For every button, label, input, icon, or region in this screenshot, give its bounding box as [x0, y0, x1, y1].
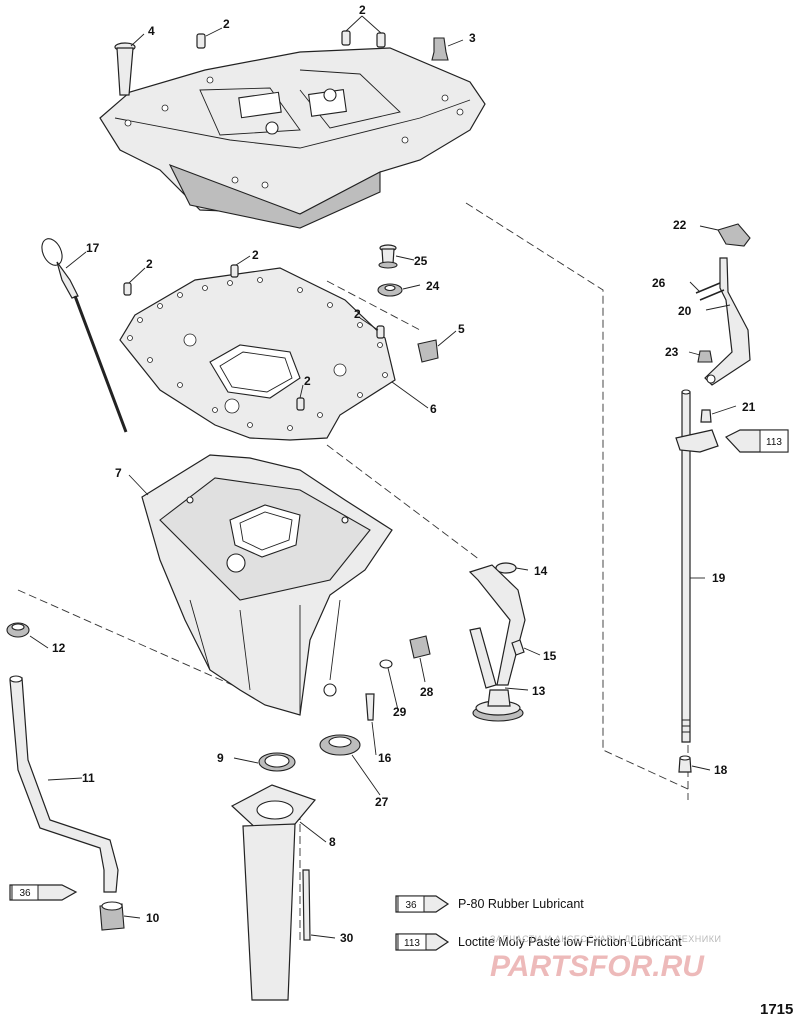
shift-linkage [675, 223, 751, 453]
exhaust-tube [230, 784, 317, 1001]
tube-label-113-top: 113 [766, 437, 782, 448]
dowel-pins-gasket [123, 264, 385, 411]
shift-rod [678, 389, 692, 773]
callout-label: 16 [378, 751, 392, 765]
callout-label: 2 [223, 17, 230, 31]
adaptor-plate [99, 47, 486, 229]
callout-label: 26 [652, 276, 666, 290]
sleeve-part [114, 42, 136, 96]
callout-label: 28 [420, 685, 434, 699]
dipstick [41, 238, 128, 433]
oil-pickup [468, 562, 526, 722]
leader-lines [29, 15, 737, 939]
grommet-parts [377, 244, 439, 363]
callout-label: 18 [714, 763, 728, 777]
callout-label: 23 [665, 345, 679, 359]
callout-label: 9 [217, 751, 224, 765]
callout-label: 2 [304, 374, 311, 388]
callout-numbers: 4 2 2 2 3 17 2 2 25 24 2 5 2 6 22 26 20 … [52, 3, 756, 945]
callout-label: 6 [430, 402, 437, 416]
legend-item-p80: P-80 Rubber Lubricant [458, 897, 584, 911]
callout-label: 4 [148, 24, 155, 38]
callout-label: 13 [532, 684, 546, 698]
tube-label-36-bottom: 36 [19, 888, 31, 899]
gasket [119, 267, 396, 441]
callout-label: 27 [375, 795, 389, 809]
hose-assembly [6, 622, 125, 931]
legend-item-moly-paste: Loctite Moly Paste low Friction Lubrican… [458, 935, 682, 949]
callout-label: 8 [329, 835, 336, 849]
watermark: ЗАПЧАСТИ И АКСЕССУАРЫ ДЛЯ МОТОТЕХНИКИ PA… [490, 934, 721, 983]
callout-label: 5 [458, 322, 465, 336]
callout-label: 17 [86, 241, 100, 255]
callout-label: 24 [426, 279, 440, 293]
lubricant-tube-36-bottom: 36 [9, 884, 78, 901]
callout-label: 20 [678, 304, 692, 318]
callout-label: 30 [340, 931, 354, 945]
callout-label: 29 [393, 705, 407, 719]
legend: 36 P-80 Rubber Lubricant 113 Loctite Mol… [395, 895, 682, 951]
callout-label: 2 [354, 307, 361, 321]
legend-tube-label-113: 113 [404, 938, 420, 949]
callout-label: 19 [712, 571, 726, 585]
callout-label: 3 [469, 31, 476, 45]
callout-label: 2 [359, 3, 366, 17]
callout-label: 2 [252, 248, 259, 262]
callout-label: 22 [673, 218, 687, 232]
seal-parts [258, 635, 431, 772]
fitting-part [431, 37, 449, 61]
callout-label: 15 [543, 649, 557, 663]
page-number: 1715 [760, 1001, 793, 1018]
callout-label: 25 [414, 254, 428, 268]
callout-label: 21 [742, 400, 756, 414]
watermark-tagline: ЗАПЧАСТИ И АКСЕССУАРЫ ДЛЯ МОТОТЕХНИКИ [490, 934, 721, 944]
callout-label: 10 [146, 911, 160, 925]
lubricant-tube-113-top: 113 [725, 429, 789, 453]
callout-label: 11 [82, 771, 95, 785]
legend-tube-113: 113 [395, 933, 450, 951]
oil-pan [141, 454, 393, 716]
legend-tube-36: 36 [395, 895, 450, 913]
callout-label: 12 [52, 641, 66, 655]
callout-label: 7 [115, 466, 122, 480]
legend-tube-label-36: 36 [405, 900, 417, 911]
callout-label: 2 [146, 257, 153, 271]
callout-label: 14 [534, 564, 548, 578]
watermark-logo: PARTSFOR.RU [490, 950, 705, 983]
dowel-pins-top [196, 30, 386, 49]
